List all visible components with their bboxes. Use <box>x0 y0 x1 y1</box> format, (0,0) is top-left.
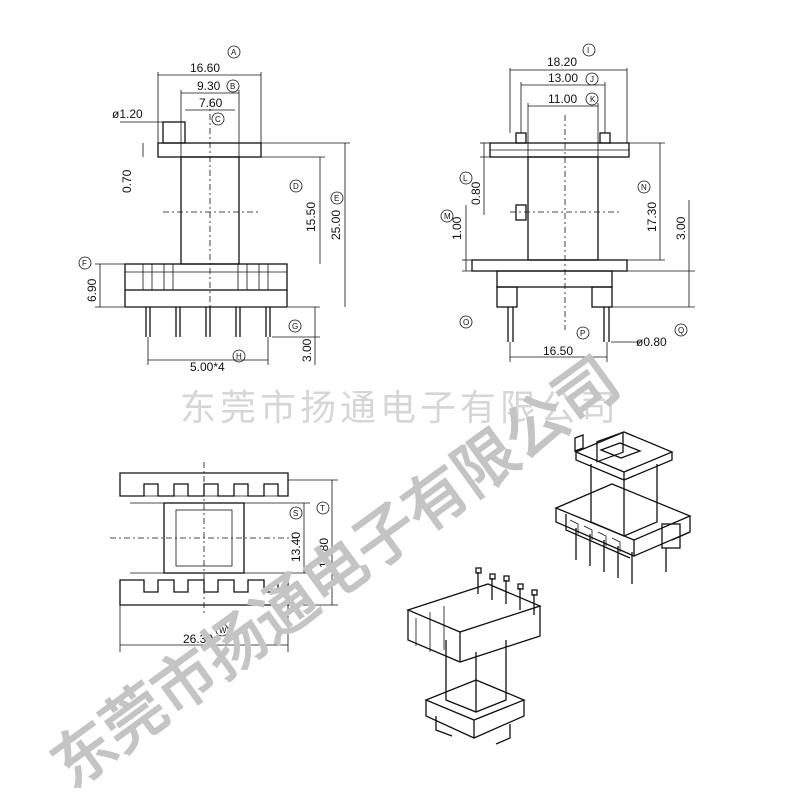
side-dim-flange: 0.80 <box>469 181 483 205</box>
front-marker-f: F <box>82 259 87 268</box>
side-dim-row-span: 16.50 <box>543 344 573 358</box>
front-marker-c: C <box>215 115 221 124</box>
top-dim-width: 26.30 <box>183 632 213 646</box>
front-dim-c: 7.60 <box>199 96 223 110</box>
front-marker-b: B <box>230 82 235 91</box>
side-dim-b: 13.00 <box>548 71 578 85</box>
side-dim-pin-len: 3.00 <box>674 216 688 240</box>
side-dim-c: 11.00 <box>548 92 577 106</box>
side-marker-h: P <box>580 329 585 338</box>
side-marker-g: O <box>463 318 469 327</box>
front-dim-a: 16.60 <box>190 61 220 75</box>
front-dim-b: 9.30 <box>197 79 221 93</box>
top-marker-b: T <box>320 504 325 513</box>
side-dim-base: 1.00 <box>450 216 464 240</box>
watermark-horizontal: 东莞市扬通电子有限公司 <box>180 387 620 428</box>
side-view: 18.20 I 13.00 J 11.00 K 0.80 L 1.00 M 17… <box>440 43 695 362</box>
front-dim-total-h: 25.00 <box>329 210 343 240</box>
front-marker-e: E <box>334 194 339 203</box>
top-dim-outer: 19.80 <box>317 538 331 568</box>
front-marker-g: G <box>292 322 298 331</box>
bobbin-iso-upright <box>554 431 692 584</box>
front-dim-pitch: 5.00*4 <box>190 360 225 374</box>
bobbin-iso-inverted <box>406 567 542 745</box>
top-marker-c: W <box>219 626 227 635</box>
side-marker-e: M <box>444 212 451 221</box>
front-marker-d: D <box>293 182 299 191</box>
top-dim-inner: 13.40 <box>289 532 303 562</box>
front-dim-pin-dia: ø1.20 <box>112 107 143 121</box>
front-marker-h: H <box>236 352 242 361</box>
top-marker-a: S <box>293 509 298 518</box>
front-dim-core-h: 15.50 <box>304 202 318 232</box>
front-dim-pin-len: 3.00 <box>300 338 314 362</box>
side-marker-f: N <box>641 183 647 192</box>
front-dim-base-h: 6.90 <box>85 278 99 302</box>
side-marker-d: L <box>463 174 468 183</box>
front-view: 16.60 A 9.30 B 7.60 C ø1.20 0.70 15.50 D… <box>78 45 350 374</box>
side-marker-i: Q <box>678 326 684 335</box>
front-marker-a: A <box>231 48 237 57</box>
side-dim-core-h: 17.30 <box>645 202 659 232</box>
side-marker-c: K <box>590 95 596 104</box>
side-marker-b: J <box>590 75 594 84</box>
side-marker-a: I <box>587 46 589 55</box>
side-dim-pin-dia: ø0.80 <box>636 335 667 349</box>
side-dim-a: 18.20 <box>547 55 577 69</box>
top-view: 13.40 S 19.80 T 26.30 W <box>110 462 338 652</box>
front-dim-top-gap: 0.70 <box>120 169 134 193</box>
